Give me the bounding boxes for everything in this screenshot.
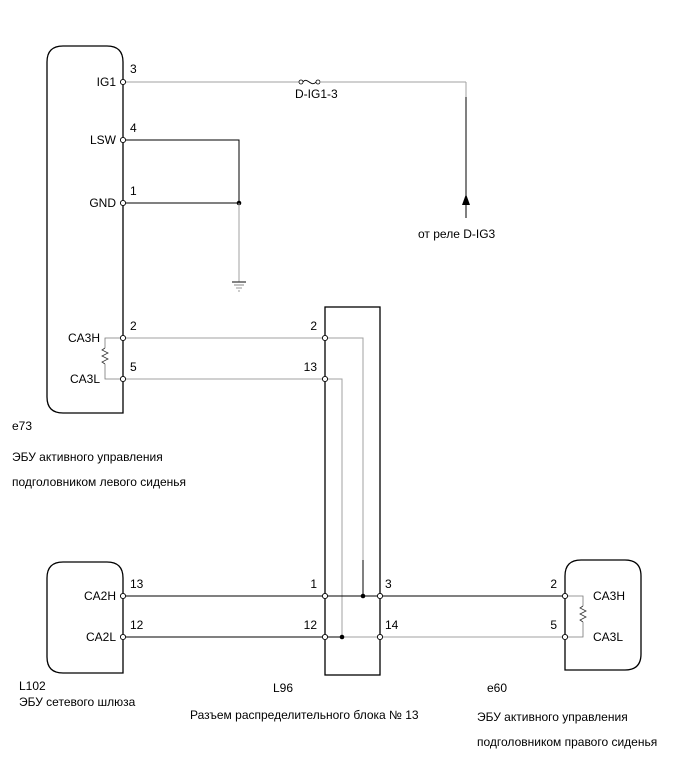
e60-box xyxy=(564,559,642,671)
l96-pin-13: 13 xyxy=(303,360,317,374)
l96-pin-3: 3 xyxy=(385,577,392,591)
e60-resistor-icon xyxy=(579,605,587,623)
e60-pin-label-ca3l: CA3L xyxy=(593,630,624,644)
l102-pin-number-ca2h: 13 xyxy=(130,577,144,591)
power-source-label: от реле D-IG3 xyxy=(418,227,496,241)
l102-name: ЭБУ сетевого шлюза xyxy=(19,695,136,709)
l96-ca-l-splice xyxy=(325,378,343,637)
l96-name: Разъем распределительного блока № 13 xyxy=(190,708,419,722)
l96-id: L96 xyxy=(273,681,294,695)
e60-name-line1: ЭБУ активного управления xyxy=(477,710,628,724)
e73-pin-number-ig1: 3 xyxy=(130,62,137,76)
ground-icon xyxy=(232,281,246,292)
e73-pin-label-ca3l: CA3L xyxy=(69,372,100,386)
e60-resistor-lead-2 xyxy=(567,622,584,638)
l102-pin-label-ca2h: CA2H xyxy=(83,589,116,603)
e73-pin-label-ca3h: CA3H xyxy=(67,331,100,345)
e73-resistor-lead xyxy=(104,337,121,348)
e73-resistor-icon xyxy=(101,347,109,365)
e60-id: e60 xyxy=(487,681,508,695)
l102-pin-label-ca2l: CA2L xyxy=(85,630,116,644)
l102-pin-number-ca2l: 12 xyxy=(130,618,144,632)
pin-terminals xyxy=(119,78,569,641)
e73-id: e73 xyxy=(12,419,33,433)
e73-pin-label-lsw: LSW xyxy=(89,133,116,147)
power-arrow-icon xyxy=(462,194,470,205)
fuse-label: D-IG1-3 xyxy=(295,87,338,101)
e73-pin-number-gnd: 1 xyxy=(130,184,137,198)
e73-pin-number-ca3h: 2 xyxy=(130,319,137,333)
e73-pin-label-gnd: GND xyxy=(89,196,116,210)
l96-ca-h-splice xyxy=(325,337,364,596)
e60-pin-number-ca3l: 5 xyxy=(550,618,557,632)
l102-box xyxy=(46,561,124,674)
fuse-icon xyxy=(298,79,321,85)
e60-resistor-lead xyxy=(567,595,584,606)
e73-pin-number-ca3l: 5 xyxy=(130,360,137,374)
e73-name-line1: ЭБУ активного управления xyxy=(12,450,163,464)
l96-pin-1: 1 xyxy=(310,577,317,591)
e73-resistor-lead-2 xyxy=(104,364,121,380)
ca-l-junction-dot xyxy=(339,634,345,640)
e60-pin-label-ca3h: CA3H xyxy=(593,589,626,603)
e73-pin-label-ig1: IG1 xyxy=(96,75,116,89)
e73-name-line2: подголовником левого сиденья xyxy=(12,475,187,489)
lsw-wire xyxy=(123,139,240,203)
l96-box xyxy=(324,306,381,676)
l96-pin-12: 12 xyxy=(303,618,317,632)
e73-box xyxy=(46,45,124,414)
e60-name-line2: подголовником правого сиденья xyxy=(477,735,658,749)
l96-pin-14: 14 xyxy=(385,618,399,632)
l96-pin-2: 2 xyxy=(310,319,317,333)
ca-h-junction-dot xyxy=(360,593,366,599)
l102-id: L102 xyxy=(19,679,46,693)
e73-pin-number-lsw: 4 xyxy=(130,121,137,135)
e60-pin-number-ca3h: 2 xyxy=(550,577,557,591)
